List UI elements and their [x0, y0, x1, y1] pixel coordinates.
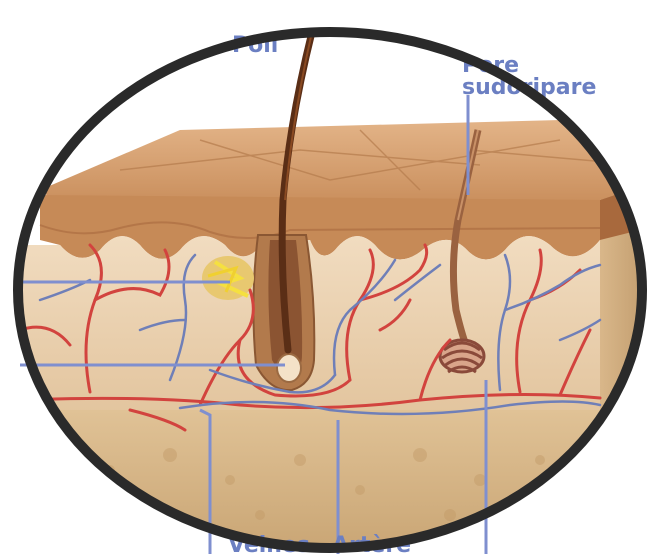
hair-bulb	[277, 354, 301, 382]
sebaceous-gland	[202, 256, 254, 300]
